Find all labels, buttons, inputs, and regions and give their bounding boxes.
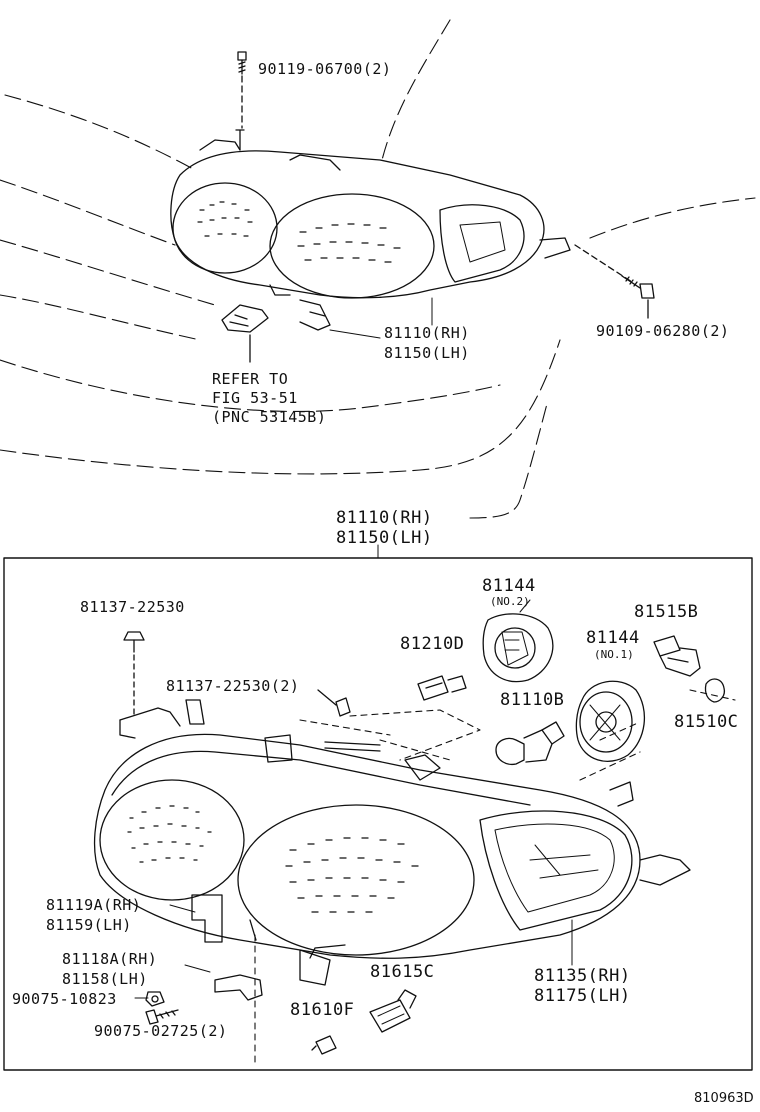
bolt-top-icon	[237, 51, 247, 129]
figure-code: 810963D	[694, 1091, 754, 1106]
label-bulb-81110b: 81110B	[500, 690, 565, 710]
label-bracket2-lh: 81158(LH)	[62, 970, 148, 988]
bulb-81144-no2-icon	[482, 613, 554, 683]
bracket-81118a-icon	[214, 974, 263, 1001]
bulb-81510c-icon	[704, 678, 726, 703]
label-refer-pnc: (PNC 53145B)	[212, 408, 327, 426]
label-assy-top-lh: 81150(LH)	[384, 344, 470, 362]
label-bracket-rh: 81119A(RH)	[46, 896, 142, 914]
label-refer-fig: FIG 53-51	[212, 389, 298, 407]
label-socket-81615c: 81615C	[370, 962, 435, 982]
leader-lines-top	[329, 297, 433, 339]
socket-81210d-icon	[417, 675, 467, 701]
label-assy-box-rh: 81110(RH)	[336, 508, 433, 528]
headlamp-assembly-top	[170, 129, 571, 331]
label-assy-box-lh: 81150(LH)	[336, 528, 433, 548]
bulb-81110b-icon	[495, 721, 565, 766]
label-nut: 90075-10823	[12, 990, 117, 1008]
socket-81615c-icon	[369, 989, 417, 1033]
label-lens-lh: 81175(LH)	[534, 986, 631, 1006]
label-bracket-lh: 81159(LH)	[46, 916, 132, 934]
label-screw: 90075-02725(2)	[94, 1022, 228, 1040]
label-bulb-81144-a: 81144	[482, 576, 536, 596]
label-assy-top-rh: 81110(RH)	[384, 324, 470, 342]
bulb-81144-no1-icon	[575, 680, 646, 762]
bulb-81515b-icon	[653, 635, 701, 677]
insertion-dashes	[254, 689, 736, 1066]
label-refer-to: REFER TO	[212, 370, 289, 388]
body-contour-lines	[0, 19, 756, 519]
label-bulb-81610f: 81610F	[290, 1000, 355, 1020]
label-clip-single: 81137-22530	[80, 598, 185, 616]
screw-90075-02725-icon	[145, 1009, 179, 1025]
bulb-81610f-icon	[311, 1035, 337, 1055]
clip-single-icon	[123, 631, 145, 716]
label-lens-rh: 81135(RH)	[534, 966, 631, 986]
label-bulb-81144-a-note: (NO.2)	[490, 595, 530, 608]
label-bulb-81144-b: 81144	[586, 628, 640, 648]
label-bulb-81515b: 81515B	[634, 602, 699, 622]
label-bulb-81144-b-note: (NO.1)	[594, 648, 634, 661]
leader-lines-box	[134, 599, 573, 999]
label-socket-81210d: 81210D	[400, 634, 465, 654]
label-bolt-top: 90119-06700(2)	[258, 60, 392, 78]
clip-double-icon	[317, 689, 351, 717]
label-bracket2-rh: 81118A(RH)	[62, 950, 158, 968]
headlamp-assembly-exploded	[93, 699, 691, 986]
nut-90075-10823-icon	[145, 991, 165, 1007]
clip-fig-53-51-icon	[221, 304, 269, 363]
label-bulb-81510c: 81510C	[674, 712, 739, 732]
label-bolt-right: 90109-06280(2)	[596, 322, 730, 340]
bolt-right-icon	[574, 244, 655, 319]
label-clip-double: 81137-22530(2)	[166, 677, 300, 695]
